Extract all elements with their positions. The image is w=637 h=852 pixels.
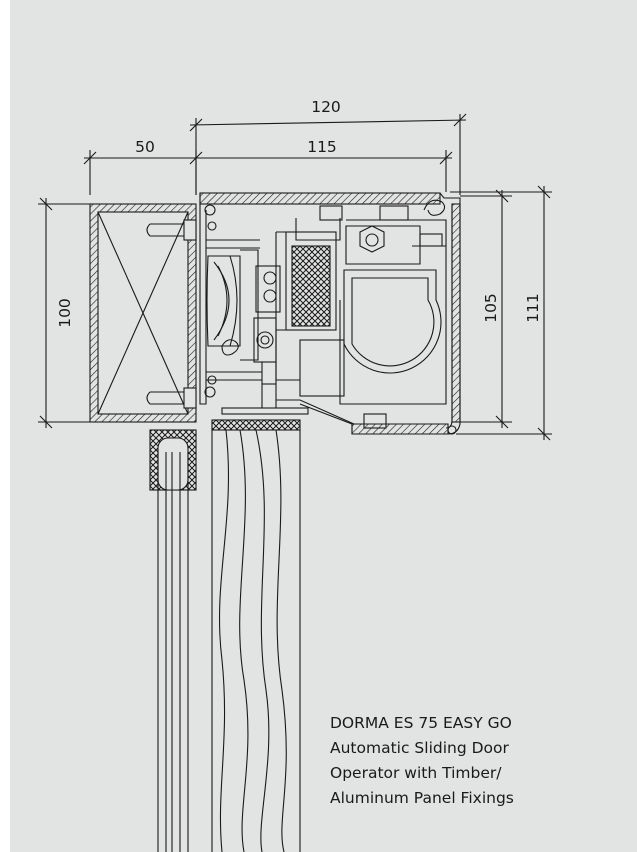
dimension-115 bbox=[196, 150, 453, 192]
roller-wheel bbox=[206, 249, 281, 409]
caption-line-3: Operator with Timber/ bbox=[330, 764, 502, 782]
dim-label-115: 115 bbox=[307, 138, 337, 156]
caption-line-2: Automatic Sliding Door bbox=[330, 739, 509, 757]
left-box-profile bbox=[89, 203, 197, 423]
glass-panel bbox=[149, 429, 197, 852]
dim-label-100: 100 bbox=[56, 298, 74, 328]
caption: DORMA ES 75 EASY GO Automatic Sliding Do… bbox=[330, 711, 590, 811]
timber-panel bbox=[211, 419, 301, 852]
belt-module bbox=[275, 205, 409, 397]
dim-label-111: 111 bbox=[524, 293, 542, 323]
dimension-100 bbox=[38, 197, 92, 429]
caption-line-1: DORMA ES 75 EASY GO bbox=[330, 714, 512, 732]
dim-label-120: 120 bbox=[311, 98, 341, 116]
drawing-sheet bbox=[10, 0, 637, 852]
motor bbox=[339, 219, 447, 405]
hanger-bracket bbox=[221, 399, 387, 429]
dim-label-105: 105 bbox=[482, 293, 500, 323]
dimension-111 bbox=[450, 185, 552, 441]
dimension-50 bbox=[83, 150, 203, 195]
caption-line-4: Aluminum Panel Fixings bbox=[330, 789, 514, 807]
dim-label-50: 50 bbox=[135, 138, 155, 156]
operator-housing bbox=[199, 192, 461, 435]
